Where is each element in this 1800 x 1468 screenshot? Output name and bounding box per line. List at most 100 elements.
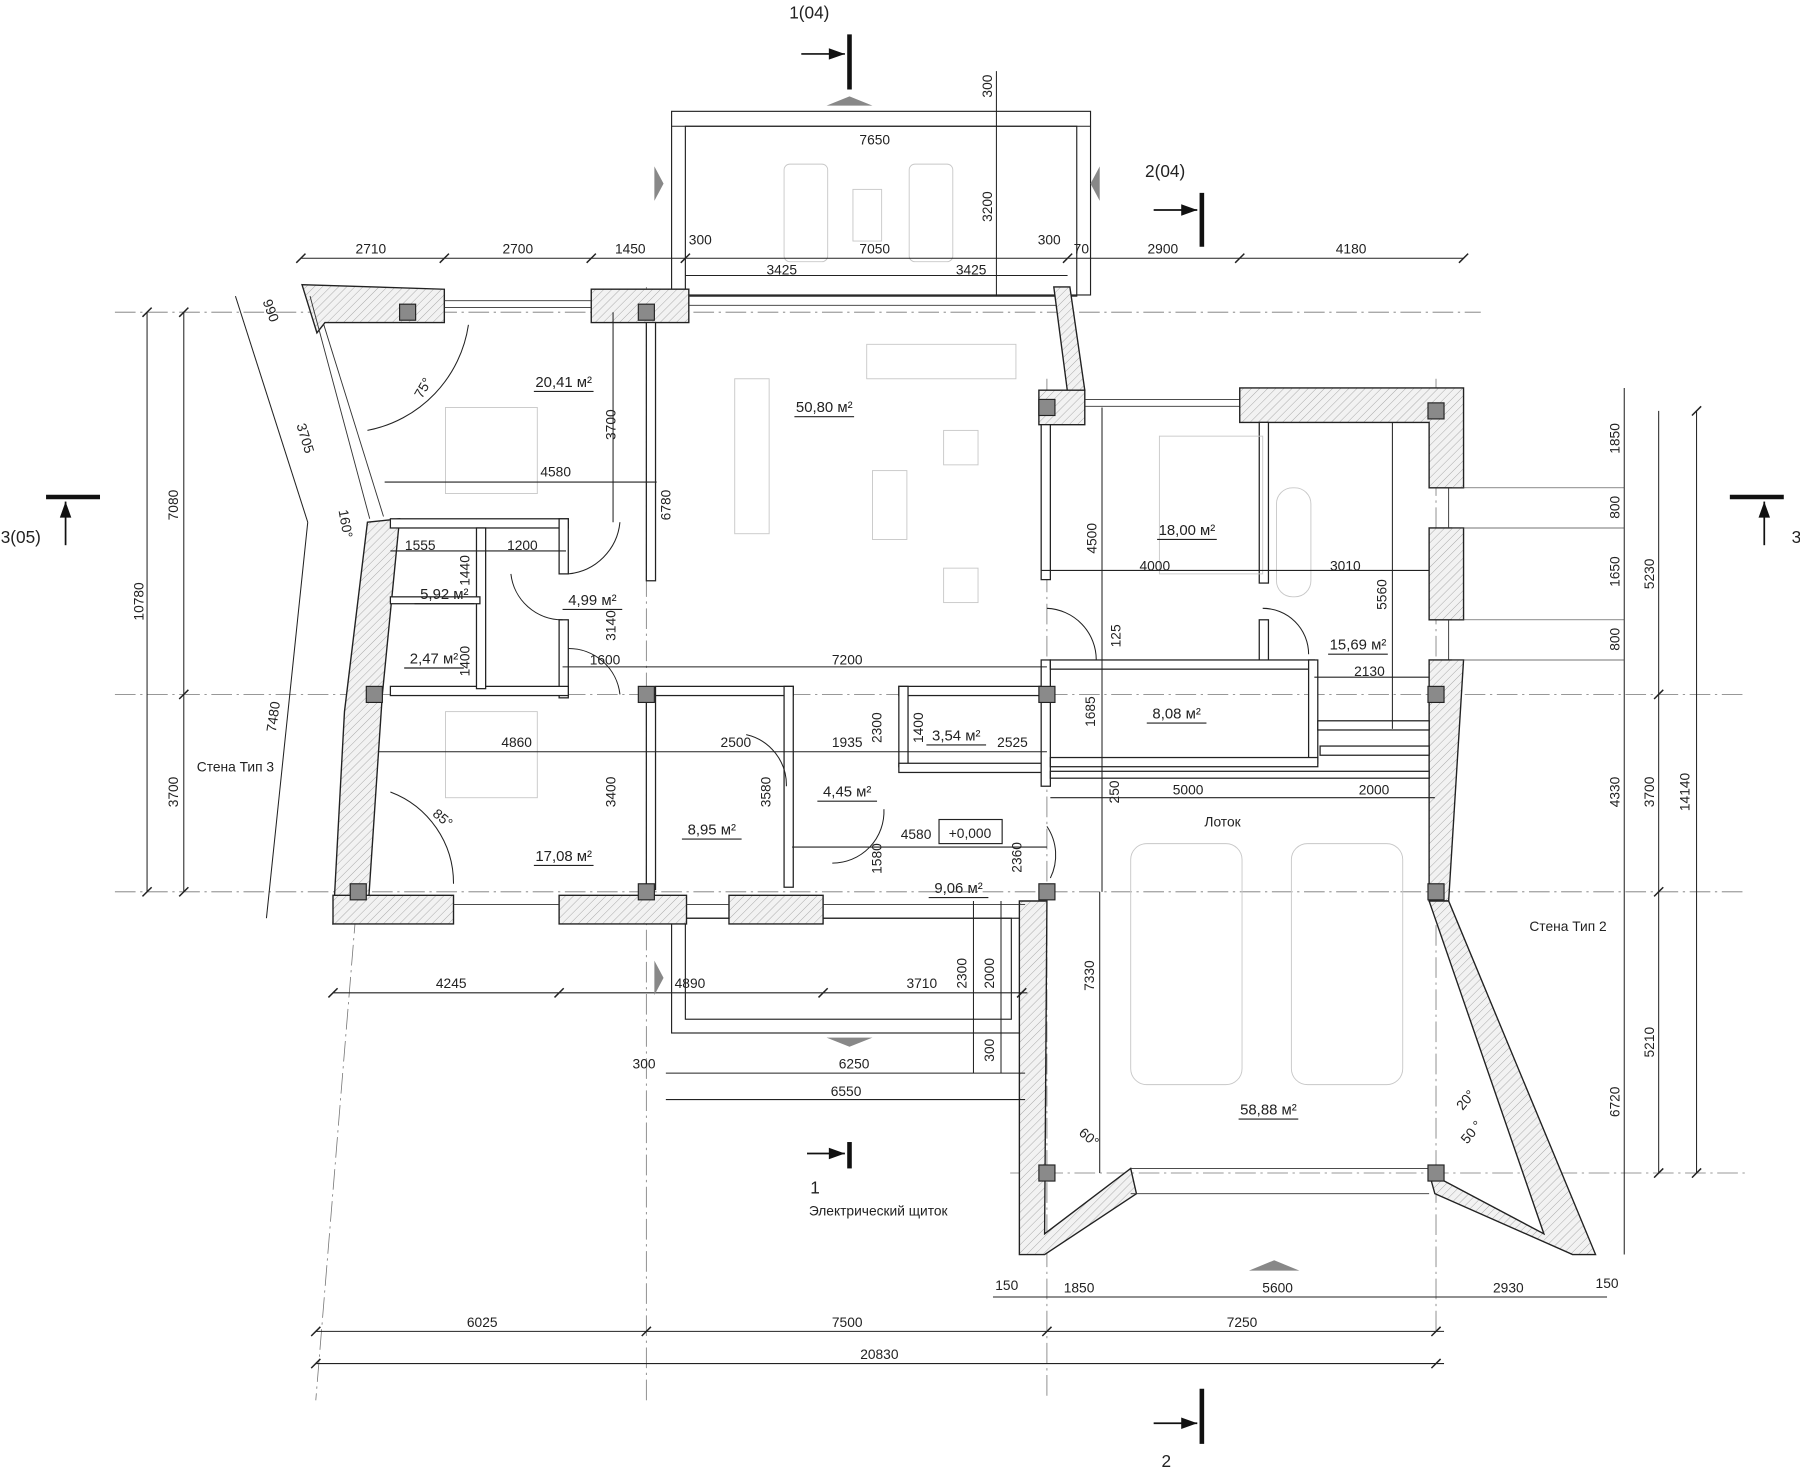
dimension-label: 6550 [831,1084,862,1099]
dimension-label: 2500 [721,735,752,750]
dimension-label: 3140 [603,610,618,641]
dimension-label: 990 [260,297,282,324]
dimension-label: 300 [1038,232,1061,247]
room-area-label: 4,45 м² [823,784,871,801]
angle-label: 60° [1076,1125,1102,1150]
dimension-label: 1850 [1608,423,1623,454]
dimension-label: 70 [1074,242,1090,257]
room-area-label: 5,92 м² [420,586,468,603]
wall-type-2-label: Стена Тип 2 [1529,919,1606,934]
dimension-label: 125 [1108,624,1123,647]
dimension-label: 2525 [997,735,1028,750]
dimension-label: 6250 [839,1057,870,1072]
angle-label: 160° [336,508,356,539]
dimension-label: 150 [1596,1276,1619,1291]
dimension-label: 3200 [980,191,995,222]
dimension-label: 4580 [540,464,571,479]
dimension-label: 3010 [1330,558,1361,573]
dimension-label: 800 [1608,627,1623,650]
room-area-label: 2,47 м² [410,650,458,667]
exterior-walls [301,283,1597,1256]
dimension-label: 10780 [132,582,147,621]
dimension-label: 4000 [1139,558,1170,573]
section-label: 2 [1161,1451,1171,1468]
dimension-label: 3425 [956,262,987,277]
dimension-label: 7500 [832,1315,863,1330]
dimension-label: 3700 [603,409,618,440]
room-area-label: 9,06 м² [934,880,982,897]
dimension-label: 1400 [911,712,926,743]
angle-label: 50 ° [1458,1118,1485,1147]
room-area-label: 3,54 м² [932,727,980,744]
dimension-lines [141,71,1702,1369]
dimension-label: 6780 [658,489,673,520]
section-label: 3(05) [1,527,41,547]
dimension-label: 4580 [901,827,932,842]
dimension-label: 300 [633,1057,656,1072]
dimension-label: 4500 [1084,523,1099,554]
interior-walls [389,321,1430,891]
dimension-label: 1600 [590,653,621,668]
section-label: 2(04) [1145,161,1185,181]
dimension-label: 2300 [870,712,885,743]
dimension-label: 3705 [294,421,317,455]
section-label: 1 [810,1178,820,1198]
dimension-label: 300 [689,232,712,247]
dimension-label: 1200 [507,538,538,553]
tray-label: Лоток [1204,814,1241,829]
angle-label: 20° [1453,1087,1478,1113]
dimension-label: 3710 [906,976,937,991]
room-area-label: 50,80 м² [796,399,853,416]
dimension-label: 5560 [1375,579,1390,610]
room-area-label: 17,08 м² [535,848,592,865]
room-area-label: 58,88 м² [1240,1101,1297,1118]
level-mark: +0,000 [949,826,992,841]
dimension-label: 300 [982,1038,997,1061]
dimension-label: 1400 [458,645,473,676]
dimension-label: 2000 [1359,782,1390,797]
dimension-label: 1580 [870,843,885,874]
dimension-label: 4330 [1608,776,1623,807]
dimension-label: 4180 [1336,242,1367,257]
section-label: 3 [1792,527,1800,547]
dimension-label: 3580 [758,776,773,807]
dimension-label: 6025 [467,1315,498,1330]
dimension-label: 1935 [832,735,863,750]
electrical-panel-label: Электрический щиток [809,1203,949,1218]
doors [367,324,1310,884]
section-markers [46,34,1784,1444]
dimension-label: 2130 [1354,664,1385,679]
dimension-label: 7200 [832,653,863,668]
dimension-label: 7050 [859,242,890,257]
dimension-label: 2000 [982,958,997,989]
dimension-label: 7080 [166,489,181,520]
room-area-label: 8,95 м² [688,821,736,838]
room-area-label: 4,99 м² [568,592,616,609]
dimension-label: 2700 [502,242,533,257]
dimension-label: 7250 [1227,1315,1258,1330]
dimension-label: 4890 [675,976,706,991]
dimension-label: 20830 [860,1347,899,1362]
dimension-label: 4860 [501,735,532,750]
dimension-label: 5230 [1642,558,1657,589]
dimension-label: 4245 [436,976,467,991]
dimension-label: 1555 [405,538,436,553]
dimension-label: 800 [1608,495,1623,518]
dimension-label: 6720 [1608,1086,1623,1117]
level-mark-box [938,818,1003,845]
dimension-label: 2930 [1493,1280,1524,1295]
room-area-label: 8,08 м² [1152,706,1200,723]
dimension-label: 7330 [1082,960,1097,991]
dimension-label: 1450 [615,242,646,257]
dimension-label: 3700 [1642,776,1657,807]
dimension-label: 1850 [1064,1280,1095,1295]
dimension-label: 2300 [955,958,970,989]
dimension-label: 14140 [1678,772,1693,811]
dimension-label: 1440 [458,555,473,586]
room-area-label: 18,00 м² [1159,522,1216,539]
dimension-label: 7650 [859,133,890,148]
room-area-label: 15,69 м² [1330,637,1387,654]
dimension-label: 1650 [1608,556,1623,587]
